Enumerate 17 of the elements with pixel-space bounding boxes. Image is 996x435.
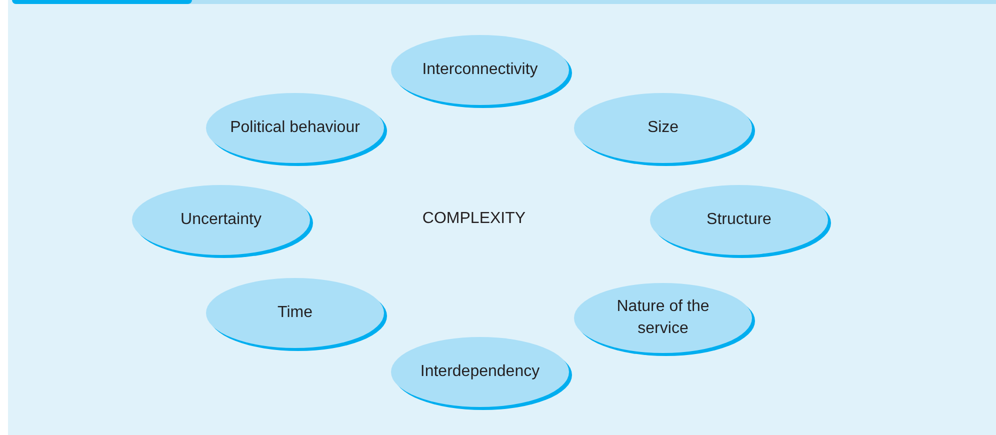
node-label: Interdependency [419,362,541,382]
oval-node [390,34,570,106]
oval-node [205,277,385,349]
oval-node [573,92,753,164]
oval-node [573,282,753,354]
node-label: Size [646,118,680,138]
node-label: Nature of the service [616,297,710,339]
center-label: COMPLEXITY [422,210,526,228]
node-label: Political behaviour [229,118,361,138]
node-label: Interconnectivity [421,60,539,80]
oval-node [649,184,829,256]
oval-node [205,92,385,164]
node-label: Time [276,303,314,324]
oval-node [131,184,311,256]
oval-node [390,336,570,408]
node-label: Uncertainty [180,210,262,230]
node-label: Structure [706,210,772,230]
